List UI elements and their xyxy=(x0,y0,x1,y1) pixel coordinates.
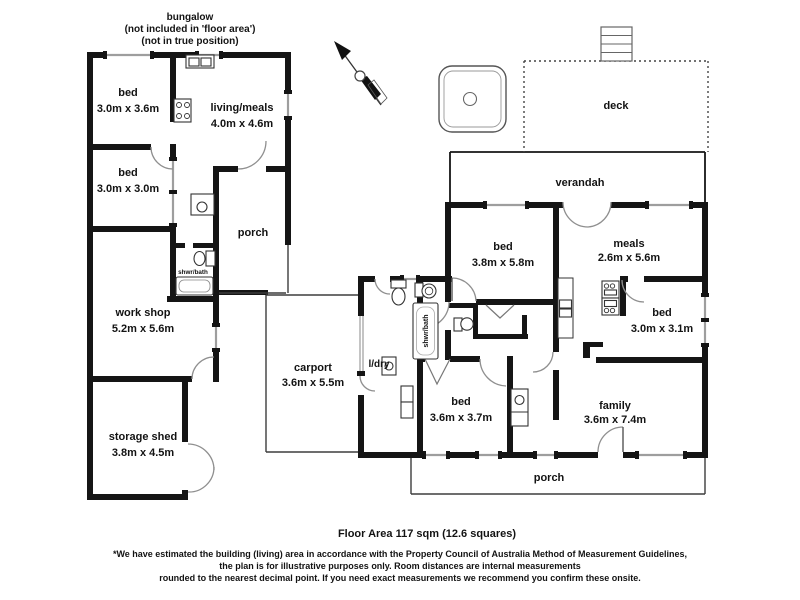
floor-area-text: Floor Area 117 sqm (12.6 squares) xyxy=(338,528,516,540)
room-dims-main-bed1: 3.8m x 5.8m xyxy=(472,257,535,269)
bathtub-icon xyxy=(412,302,439,360)
room-dims-storage-shed: 3.8m x 4.5m xyxy=(112,447,175,459)
washer-icon xyxy=(400,385,414,419)
room-label-laundry: l/dry xyxy=(368,359,390,370)
disclaimer-line2: the plan is for illustrative purposes on… xyxy=(219,561,580,571)
door-arcs xyxy=(150,140,645,493)
verandah-outline xyxy=(449,151,706,202)
toilet-icon xyxy=(414,282,437,299)
open-structure-outlines xyxy=(219,245,706,495)
room-dims-main-bed2: 3.0m x 3.1m xyxy=(631,323,694,335)
bungalow-note-line1: bungalow xyxy=(167,12,214,23)
disclaimer-line1: *We have estimated the building (living)… xyxy=(113,549,687,559)
room-label-meals: meals xyxy=(613,238,644,250)
sliding-door xyxy=(359,316,364,373)
north-arrow-icon xyxy=(334,41,388,106)
room-dims-bungalow-bed1: 3.0m x 3.6m xyxy=(97,103,160,115)
window-jambs xyxy=(103,51,709,459)
laundry-trough-icon xyxy=(381,356,397,376)
room-label-workshop: work shop xyxy=(114,307,170,319)
room-label-bungalow-bed2: bed xyxy=(118,167,138,179)
kitchen-bench-icon xyxy=(557,277,574,339)
room-label-bungalow-bed1: bed xyxy=(118,87,138,99)
bungalow-note-line3: (not in true position) xyxy=(141,36,238,47)
walls xyxy=(87,52,708,500)
spa-icon xyxy=(438,65,507,133)
room-label-deck: deck xyxy=(603,100,629,112)
room-label-main-porch: porch xyxy=(534,472,565,484)
room-label-bungalow-bath: shwr/bath xyxy=(178,269,208,276)
toilet-icon xyxy=(390,279,407,306)
basin-icon xyxy=(190,193,215,216)
fridge-stove-icon xyxy=(601,280,620,316)
room-dims-bungalow-living: 4.0m x 4.6m xyxy=(211,118,274,130)
room-dims-main-bed3: 3.6m x 3.7m xyxy=(430,412,493,424)
room-dims-bungalow-bed2: 3.0m x 3.0m xyxy=(97,183,160,195)
room-dims-workshop: 5.2m x 5.6m xyxy=(112,323,175,335)
room-label-main-bed1: bed xyxy=(493,241,513,253)
toilet-icon xyxy=(193,250,216,267)
room-label-main-bed3: bed xyxy=(451,396,471,408)
stove-icon xyxy=(173,98,192,123)
room-dims-family: 3.6m x 7.4m xyxy=(584,414,647,426)
room-label-bungalow-porch: porch xyxy=(238,227,269,239)
room-dims-meals: 2.6m x 5.6m xyxy=(598,252,661,264)
deck-steps xyxy=(600,26,633,62)
room-label-carport: carport xyxy=(294,362,332,374)
fixtures xyxy=(173,54,620,427)
water-heater-icon xyxy=(510,388,529,427)
room-label-main-bed2: bed xyxy=(652,307,672,319)
kitchen-sink-icon xyxy=(185,54,215,69)
bathtub-icon xyxy=(175,276,214,296)
room-label-main-bath: shwr/bath xyxy=(423,314,430,347)
room-label-family: family xyxy=(599,400,632,412)
room-label-bungalow-living: living/meals xyxy=(211,102,274,114)
room-label-verandah: verandah xyxy=(556,177,605,189)
room-dims-carport: 3.6m x 5.5m xyxy=(282,377,345,389)
disclaimer-line3: rounded to the nearest decimal point. If… xyxy=(159,573,641,583)
toilet-icon xyxy=(453,317,474,332)
bungalow-note-line2: (not included in 'floor area') xyxy=(125,24,256,35)
room-label-storage-shed: storage shed xyxy=(109,431,177,443)
